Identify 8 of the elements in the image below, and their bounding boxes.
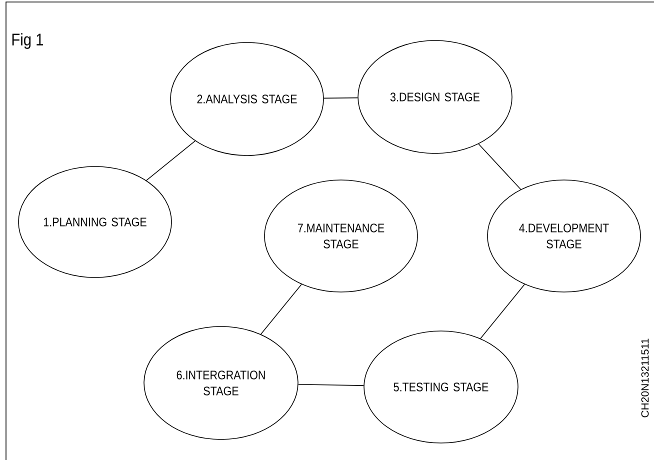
connector-line — [298, 384, 364, 386]
connector-line — [260, 284, 302, 335]
figure-title: Fig 1 — [12, 33, 43, 49]
connector-line — [480, 284, 525, 339]
connector-line — [146, 140, 196, 181]
connector-line — [478, 144, 522, 190]
figure-code: CH20N13211511 — [641, 338, 649, 418]
connector-line — [324, 97, 358, 99]
